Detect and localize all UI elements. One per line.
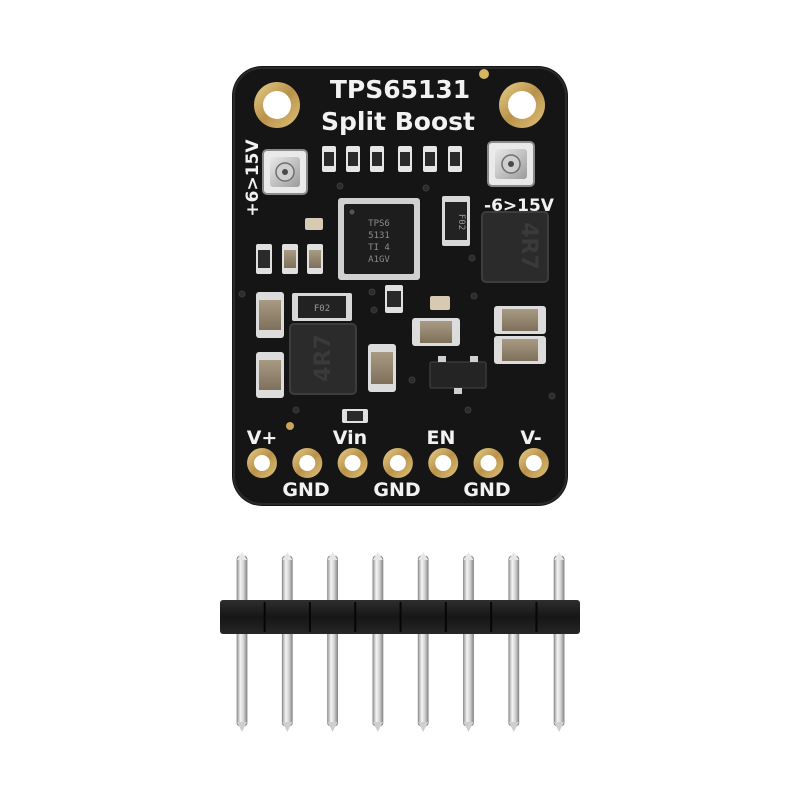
- header-pad: [428, 448, 459, 478]
- ic-marking-line-4: A1GV: [368, 255, 390, 265]
- pin-label-vin: Vin: [333, 427, 367, 449]
- ic-marking-line-2: 5131: [368, 231, 390, 241]
- pin-label-gnd-3: GND: [463, 479, 510, 501]
- transistor-sot23: [429, 356, 487, 394]
- header-pin: [236, 552, 248, 732]
- header-pin: [281, 552, 293, 732]
- male-pin-header: [220, 552, 580, 732]
- pin-label-en: EN: [427, 427, 456, 449]
- pin-label-vminus: V-: [520, 427, 541, 449]
- schottky-diode-upper: F02: [442, 196, 470, 246]
- fiducial-dot: [479, 69, 489, 79]
- inductor-left: 4R7: [289, 323, 357, 395]
- header-pad: [292, 448, 323, 478]
- pin-1-marker: [286, 422, 294, 430]
- trim-potentiometer-right: [487, 141, 535, 187]
- header-pad: [337, 448, 368, 478]
- passive-cluster-center: [385, 285, 450, 313]
- board-title-function: Split Boost: [321, 107, 475, 136]
- header-pin: [463, 552, 474, 732]
- header-pin: [372, 552, 384, 732]
- ic-marking-line-3: TI 4: [368, 243, 390, 253]
- header-pad: [382, 448, 413, 478]
- pin-label-gnd-1: GND: [282, 479, 329, 501]
- header-pin: [417, 552, 429, 732]
- mounting-hole-right: [499, 82, 545, 128]
- mounting-hole-left: [254, 82, 300, 128]
- board-title-part: TPS65131: [330, 75, 470, 104]
- capacitor-right-upper: [494, 306, 546, 334]
- capacitor-left-lower: [256, 352, 284, 398]
- pcb-edge-highlight: [233, 67, 567, 505]
- header-pad: [247, 448, 277, 478]
- header-pad: [518, 448, 549, 478]
- tps65131-ic: TPS6 5131 TI 4 A1GV: [338, 198, 420, 280]
- diode-marking-upper: F02: [456, 214, 466, 230]
- header-pin: [327, 552, 339, 732]
- capacitor-right-lower: [494, 336, 546, 364]
- vias: [238, 182, 556, 414]
- capacitor-left-upper: [256, 292, 284, 338]
- passive-cluster-left: [256, 218, 323, 274]
- pin-label-gnd-2: GND: [373, 479, 420, 501]
- inductor-right-marking: 4R7: [516, 222, 541, 270]
- pcb-board: TPS65131 Split Boost +6>15V -6>15V: [232, 66, 568, 506]
- header-pin: [553, 552, 565, 732]
- trim-potentiometer-left: [262, 149, 308, 195]
- inductor-right: 4R7: [481, 211, 549, 283]
- resistor-bottom: [342, 409, 368, 423]
- diode-marking-middle: F02: [314, 304, 330, 314]
- capacitor-center-left: [368, 344, 396, 392]
- pin-label-vplus: V+: [247, 427, 278, 449]
- positive-range-label: +6>15V: [243, 139, 263, 217]
- header-pin: [508, 552, 520, 732]
- inductor-left-marking: 4R7: [311, 334, 336, 382]
- header-pads: [247, 448, 549, 478]
- resistor-row-top: [322, 146, 462, 172]
- ic-marking-line-1: TPS6: [368, 219, 390, 229]
- capacitor-center-right: [412, 318, 460, 346]
- schottky-diode-middle: F02: [292, 293, 352, 321]
- header-pad: [473, 448, 504, 478]
